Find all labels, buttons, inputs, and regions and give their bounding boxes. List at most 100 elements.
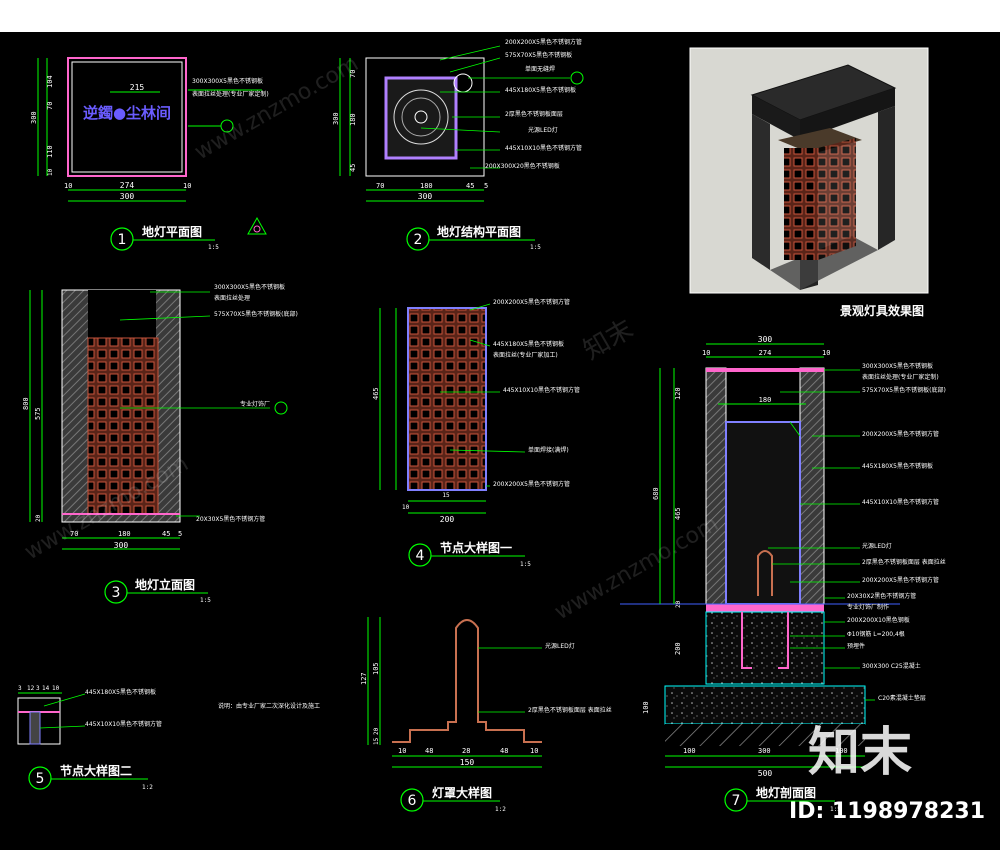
v1-label-0: 300X300X5黑色不锈钢板 — [192, 77, 263, 85]
v3-dim-height: 800 — [22, 397, 30, 410]
v7-dim-top-2: 10 — [822, 349, 830, 357]
v1-dim-side-0: 104 — [46, 75, 54, 88]
v2-dim-side-0: 70 — [349, 70, 357, 78]
v1-label-1: 表面拉丝处理(专业厂家定制) — [192, 90, 269, 98]
v4-panel — [407, 307, 487, 491]
v6-dim-base-4: 10 — [530, 747, 538, 755]
render-lantern-top — [778, 128, 862, 154]
v7-dim-inner: 180 — [759, 396, 772, 404]
view-3-elevation: 300X300X5黑色不锈钢板 表面拉丝处理 575X70X5黑色不锈钢板(底部… — [22, 283, 298, 604]
view-5-detail-2: 445X180X5黑色不锈钢板 445X10X10黑色不锈钢方管 3 12 3 … — [17, 685, 320, 791]
v7-top-plate — [706, 368, 824, 372]
view-4-detail-1: 200X200X5黑色不锈钢方管 445X180X5黑色不锈钢板 表面拉丝(专业… — [372, 298, 580, 568]
v6-label-0: 光源LED灯 — [545, 642, 575, 650]
v4-label-0: 200X200X5黑色不锈钢方管 — [493, 298, 570, 306]
v7-dim-bottom-1: 300 — [758, 747, 771, 755]
v3-label-4: 20X30X5黑色不锈钢方管 — [196, 515, 265, 523]
v7-label-13: 预埋件 — [847, 642, 865, 650]
v7-label-14: 300X300 C25混凝土 — [862, 662, 921, 670]
v6-dim-low-1: 15 — [373, 737, 380, 745]
v5-dim-top-4: 10 — [52, 685, 60, 692]
v3-panel — [87, 337, 159, 515]
v7-pad — [664, 685, 866, 725]
render-left-leg — [752, 114, 770, 270]
v6-scale: 1:2 — [495, 806, 506, 813]
v7-label-4: 445X180X5黑色不锈钢板 — [862, 462, 933, 470]
v1-title-bubble — [110, 227, 134, 251]
v2-title-bubble — [406, 227, 430, 251]
v4-dim-height: 465 — [372, 387, 380, 400]
v7-dim-h-0: 120 — [674, 387, 682, 400]
v7-label-8: 200X200X5黑色不锈钢方管 — [862, 576, 939, 584]
v7-dim-h-1: 465 — [674, 507, 682, 520]
v2-frame — [384, 76, 458, 160]
v2-label-6: 445X10X10黑色不锈钢方管 — [505, 144, 582, 152]
render-lantern-side — [818, 138, 856, 260]
v1-outer-square — [67, 57, 187, 177]
v5-dim-top-1: 12 — [27, 685, 35, 692]
v2-dim-side-2: 45 — [349, 164, 357, 172]
north-arrow-icon — [247, 216, 267, 235]
v5-label-0: 445X180X5黑色不锈钢板 — [85, 688, 156, 696]
v4-dim-bottom-10: 10 — [402, 504, 410, 511]
v5-leaders — [39, 693, 86, 729]
v6-dim-base-2: 28 — [462, 747, 470, 755]
v6-profile — [392, 619, 542, 743]
v3-title: 地灯立面图 — [135, 577, 195, 592]
v1-sign-text: 逆鐲●尘林间 — [83, 104, 171, 122]
v3-title-bubble — [104, 580, 128, 604]
v2-dim-side-1: 180 — [349, 113, 357, 126]
v6-leaders — [478, 647, 542, 713]
v4-label-5: 200X200X5黑色不锈钢方管 — [493, 480, 570, 488]
v2-dim-bottom-0: 70 — [376, 182, 384, 190]
v5-dim-top-2: 3 — [36, 685, 40, 692]
v3-leaders — [119, 291, 270, 517]
v7-title: 地灯剖面图 — [756, 785, 816, 800]
v3-label-0: 300X300X5黑色不锈钢板 — [214, 283, 285, 291]
v6-dim-inner: 105 — [372, 662, 380, 675]
render-preview: 景观灯具效果图 — [689, 47, 929, 318]
v4-label-3: 445X10X10黑色不锈钢方管 — [503, 386, 580, 394]
v7-dim-top-0: 10 — [702, 349, 710, 357]
v4-label-1: 445X180X5黑色不锈钢板 — [493, 340, 564, 348]
v6-dim-base-0: 10 — [398, 747, 406, 755]
v4-label-4: 单面焊接(满焊) — [528, 446, 569, 454]
v7-label-11: 200X200X10黑色钢板 — [847, 616, 910, 624]
v5-dim-top-0: 3 — [18, 685, 22, 692]
v2-title-num: 2 — [414, 232, 423, 248]
v2-dim-bottom-3: 5 — [484, 182, 488, 190]
v7-dim-h-2: 20 — [675, 600, 682, 608]
v2-label-4: 2厚黑色不锈钢板面层 — [505, 110, 563, 118]
v5-tube — [29, 711, 41, 745]
v5-label-1: 445X10X10黑色不锈钢方管 — [85, 720, 162, 728]
v3-label-3: 专业灯饰厂 — [240, 400, 270, 408]
v6-label-1: 2厚黑色不锈钢板面层 表面拉丝 — [528, 706, 612, 714]
v3-dim-bottom-1: 180 — [118, 530, 131, 538]
v5-scale: 1:2 — [142, 784, 153, 791]
v6-dim-total: 150 — [460, 758, 475, 767]
v6-dim-base-3: 48 — [500, 747, 508, 755]
v3-label-2: 575X70X5黑色不锈钢板(底部) — [214, 310, 298, 318]
v7-label-1: 表面拉丝处理(专业厂家定制) — [862, 373, 939, 381]
v3-callout-marker — [274, 401, 288, 415]
v7-label-12: Φ10钢筋 L=200,4根 — [847, 630, 905, 638]
render-top-edge-right — [800, 88, 895, 140]
v1-dim-right-a: 10 — [183, 182, 191, 190]
v3-dim-base: 20 — [35, 514, 42, 522]
v3-dim-total: 300 — [114, 541, 129, 550]
v7-dim-h-3: 200 — [674, 642, 682, 655]
render-right-leg — [878, 106, 895, 250]
v2-label-3: 445X180X5黑色不锈钢板 — [505, 86, 576, 94]
v7-label-15: C20素混凝土垫层 — [878, 694, 926, 702]
v7-panel — [725, 421, 801, 605]
v2-lamp-core — [414, 110, 428, 124]
v2-dim-bottom-1: 180 — [420, 182, 433, 190]
v7-dim-h-4: 100 — [642, 701, 650, 714]
v7-label-3: 200X200X5黑色不锈钢方管 — [862, 430, 939, 438]
render-caption: 景观灯具效果图 — [840, 303, 924, 318]
v4-dim-total: 200 — [440, 515, 455, 524]
v7-dim-total: 680 — [652, 487, 660, 500]
v6-dim-height: 127 — [360, 672, 368, 685]
v3-top-opening — [88, 290, 156, 338]
v1-inner-square — [71, 61, 183, 173]
